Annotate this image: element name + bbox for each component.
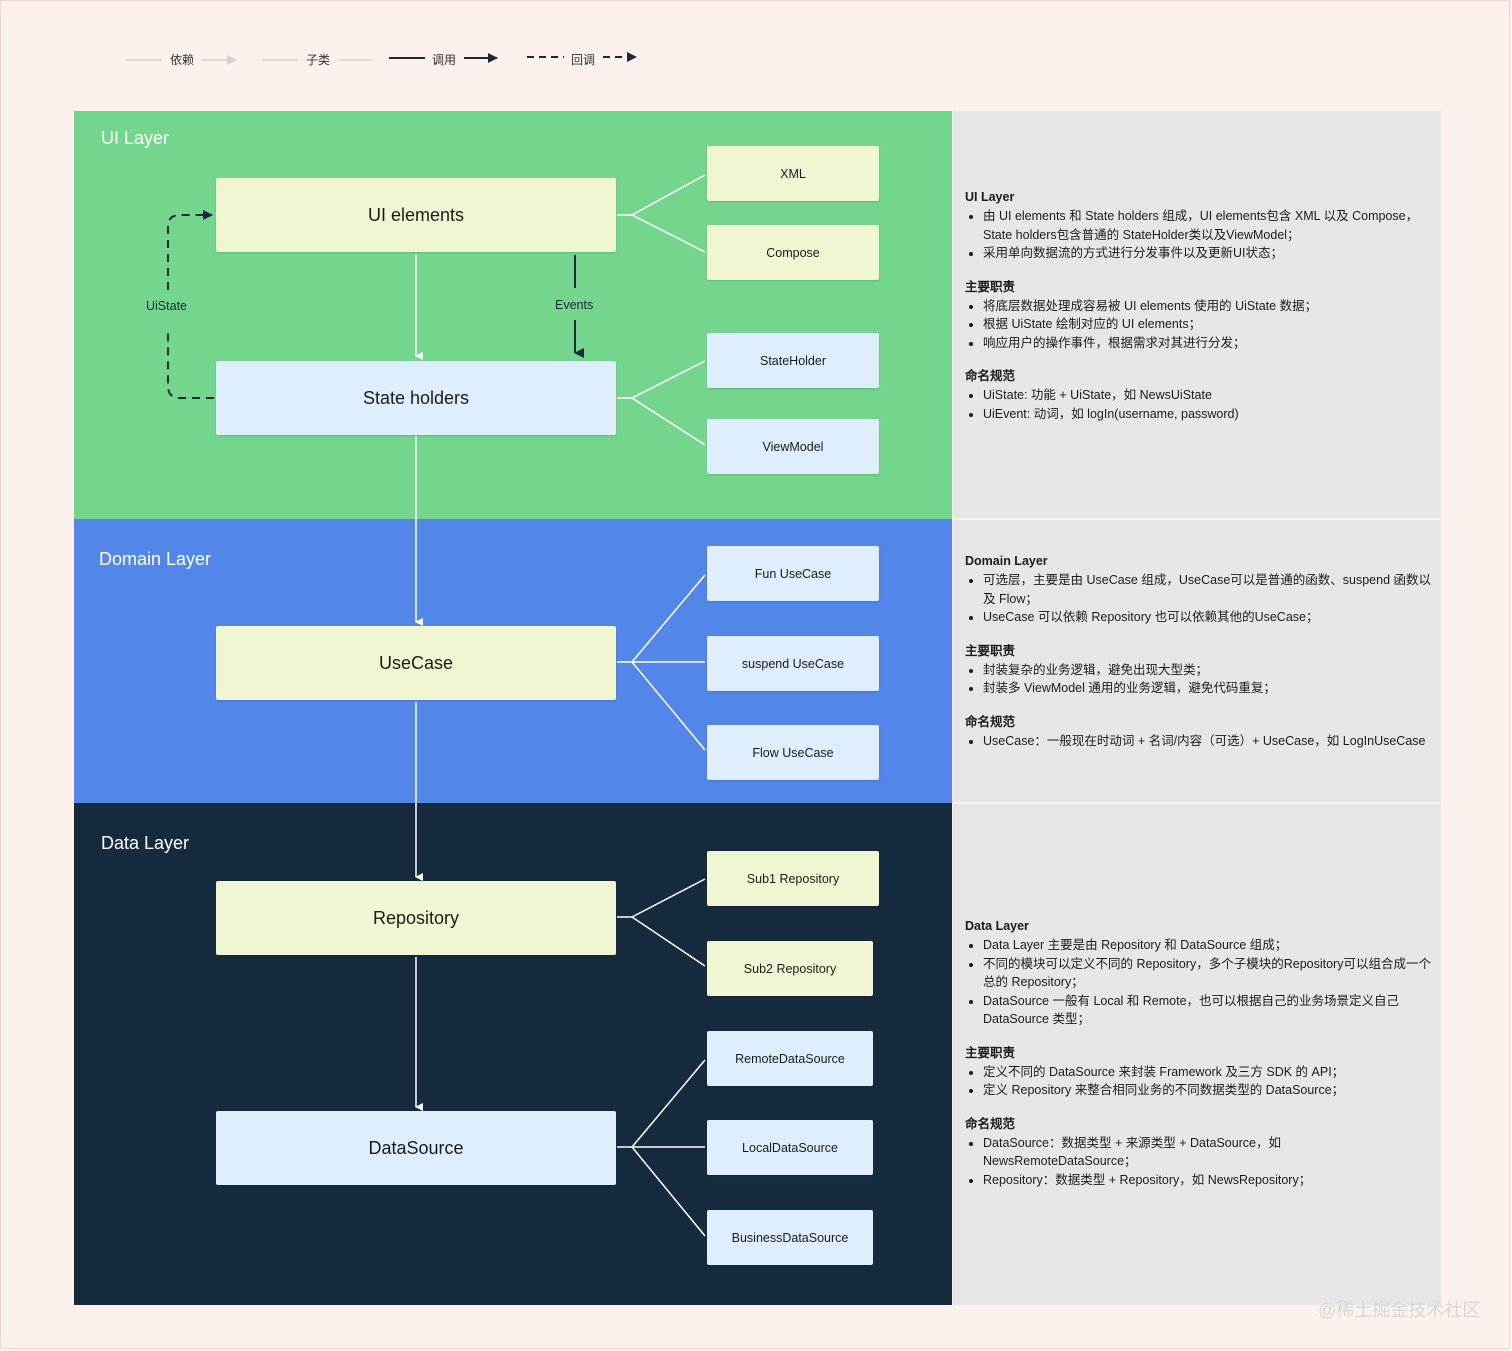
data-layer-title: Data Layer	[101, 833, 190, 853]
data-notes-item: DataSource 一般有 Local 和 Remote，也可以根据自己的业务…	[983, 992, 1433, 1029]
domain-duty-list: 封装复杂的业务逻辑，避免出现大型类； 封装多 ViewModel 通用的业务逻辑…	[965, 661, 1433, 698]
domain-duty-item: 封装多 ViewModel 通用的业务逻辑，避免代码重复；	[983, 679, 1433, 698]
sub2-repository-box: Sub2 Repository	[707, 941, 873, 996]
data-duty-item: 定义不同的 DataSource 来封装 Framework 及三方 SDK 的…	[983, 1063, 1433, 1082]
legend-call-label: 调用	[432, 53, 457, 67]
usecase-box: UseCase	[216, 626, 616, 700]
ui-notes-item: 由 UI elements 和 State holders 组成，UI elem…	[983, 207, 1433, 244]
ui-elements-box: UI elements	[216, 178, 616, 252]
data-naming-item: DataSource：数据类型 + 来源类型 + DataSource，如 Ne…	[983, 1134, 1433, 1171]
data-notes: Data Layer Data Layer 主要是由 Repository 和 …	[965, 916, 1433, 1203]
flow-usecase-box: Flow UseCase	[707, 725, 879, 780]
legend: 依赖 子类 调用 回调	[120, 46, 650, 70]
domain-naming-item: UseCase：一般现在时动词 + 名词/内容（可选）+ UseCase，如 L…	[983, 732, 1433, 751]
viewmodel-box: ViewModel	[707, 419, 879, 474]
data-notes-item: Data Layer 主要是由 Repository 和 DataSource …	[983, 936, 1433, 955]
domain-notes: Domain Layer 可选层，主要是由 UseCase 组成，UseCase…	[965, 551, 1433, 764]
sub1-repository-box: Sub1 Repository	[707, 851, 879, 906]
data-duty-heading: 主要职责	[965, 1045, 1016, 1060]
ui-layer-title: UI Layer	[101, 128, 170, 148]
data-notes-heading: Data Layer	[965, 919, 1029, 933]
ui-notes: UI Layer 由 UI elements 和 State holders 组…	[965, 187, 1433, 437]
ui-duty-item: 根据 UiState 绘制对应的 UI elements；	[983, 315, 1433, 334]
legend-callback-label: 回调	[571, 53, 596, 67]
events-label: Events	[555, 298, 594, 312]
state-holders-box: State holders	[216, 361, 616, 435]
domain-notes-item: 可选层，主要是由 UseCase 组成，UseCase可以是普通的函数、susp…	[983, 571, 1433, 608]
ui-notes-panel	[953, 111, 1441, 518]
data-naming-heading: 命名规范	[965, 1116, 1016, 1131]
ui-notes-heading: UI Layer	[965, 190, 1015, 204]
domain-notes-panel	[953, 520, 1441, 802]
fun-usecase-box: Fun UseCase	[707, 546, 879, 601]
repository-box: Repository	[216, 881, 616, 955]
ui-duty-item: 将底层数据处理成容易被 UI elements 使用的 UiState 数据；	[983, 297, 1433, 316]
domain-duty-heading: 主要职责	[965, 643, 1016, 658]
data-duty-item: 定义 Repository 来整合相同业务的不同数据类型的 DataSource…	[983, 1081, 1433, 1100]
suspend-usecase-box: suspend UseCase	[707, 636, 879, 691]
ui-duty-list: 将底层数据处理成容易被 UI elements 使用的 UiState 数据； …	[965, 297, 1433, 353]
domain-duty-item: 封装复杂的业务逻辑，避免出现大型类；	[983, 661, 1433, 680]
compose-box: Compose	[707, 225, 879, 280]
business-datasource-box: BusinessDataSource	[707, 1210, 873, 1265]
watermark: @稀土掘金技术社区	[1318, 1300, 1481, 1320]
uistate-label: UiState	[146, 299, 187, 313]
data-notes-item: 不同的模块可以定义不同的 Repository，多个子模块的Repository…	[983, 955, 1433, 992]
domain-notes-list: 可选层，主要是由 UseCase 组成，UseCase可以是普通的函数、susp…	[965, 571, 1433, 627]
ui-duty-heading: 主要职责	[965, 279, 1016, 294]
legend-subclass-label: 子类	[306, 53, 331, 67]
ui-notes-list: 由 UI elements 和 State holders 组成，UI elem…	[965, 207, 1433, 263]
data-notes-list: Data Layer 主要是由 Repository 和 DataSource …	[965, 936, 1433, 1029]
data-notes-panel	[953, 804, 1441, 1305]
local-datasource-box: LocalDataSource	[707, 1120, 873, 1175]
ui-naming-heading: 命名规范	[965, 369, 1016, 383]
domain-naming-list: UseCase：一般现在时动词 + 名词/内容（可选）+ UseCase，如 L…	[965, 732, 1433, 751]
xml-box: XML	[707, 146, 879, 201]
ui-duty-item: 响应用户的操作事件，根据需求对其进行分发；	[983, 334, 1433, 353]
remote-datasource-box: RemoteDataSource	[707, 1031, 873, 1086]
legend-dependency-label: 依赖	[170, 53, 195, 67]
domain-notes-heading: Domain Layer	[965, 554, 1048, 568]
ui-notes-item: 采用单向数据流的方式进行分发事件以及更新UI状态；	[983, 244, 1433, 263]
datasource-box: DataSource	[216, 1111, 616, 1185]
data-naming-list: DataSource：数据类型 + 来源类型 + DataSource，如 Ne…	[965, 1134, 1433, 1190]
ui-naming-list: UiState: 功能 + UiState，如 NewsUiState UiEv…	[965, 386, 1433, 423]
stateholder-box: StateHolder	[707, 333, 879, 388]
ui-naming-item: UiEvent: 动词，如 logIn(username, password)	[983, 405, 1433, 424]
data-duty-list: 定义不同的 DataSource 来封装 Framework 及三方 SDK 的…	[965, 1063, 1433, 1100]
ui-naming-item: UiState: 功能 + UiState，如 NewsUiState	[983, 386, 1433, 405]
domain-notes-item: UseCase 可以依赖 Repository 也可以依赖其他的UseCase；	[983, 608, 1433, 627]
domain-naming-heading: 命名规范	[965, 714, 1016, 729]
data-naming-item: Repository：数据类型 + Repository，如 NewsRepos…	[983, 1171, 1433, 1190]
domain-layer-title: Domain Layer	[99, 549, 212, 569]
